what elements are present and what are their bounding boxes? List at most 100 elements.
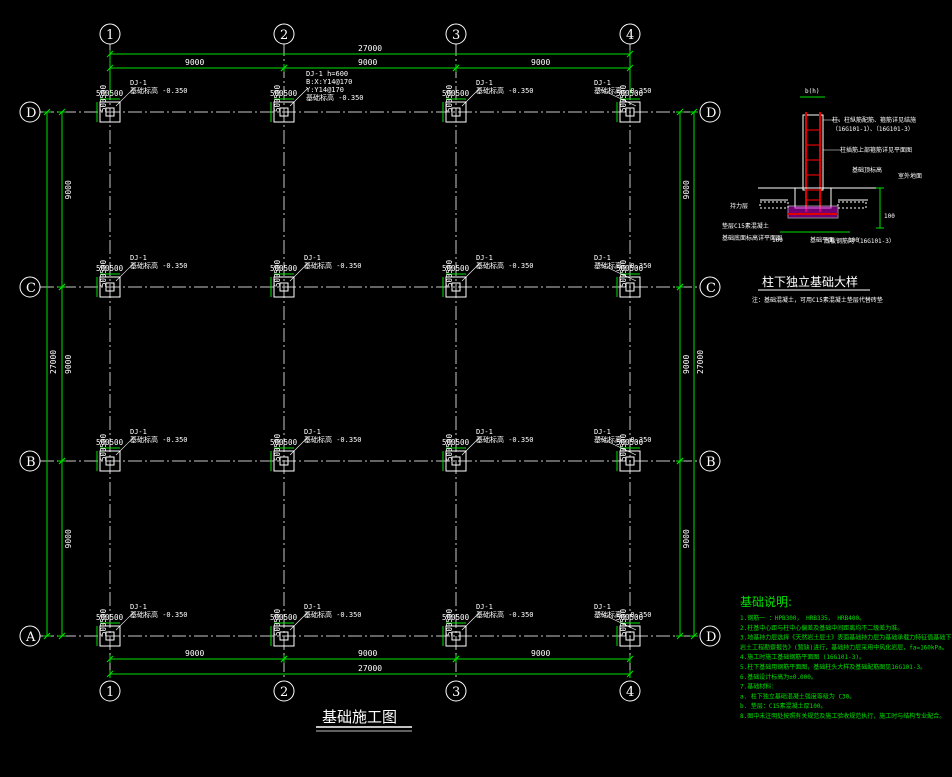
note-line-10: b. 垫层：C15素混凝土厚100。 bbox=[740, 702, 827, 710]
footing-side-label: 500500 bbox=[619, 608, 628, 636]
footing-size-label: 500500 bbox=[96, 264, 124, 273]
footing-elevation: 基础标高 -0.350 bbox=[476, 86, 534, 95]
footing-detail-line-3: Y:Y14@170 bbox=[306, 86, 344, 94]
note-line-6: 5.柱下基础用钢筋平面图，基础柱头大样及基础配筋图见16G101-3。 bbox=[740, 663, 926, 671]
detail-hatch-left bbox=[759, 201, 789, 209]
svg-text:3: 3 bbox=[452, 685, 460, 700]
detail-dim-b: b(h) bbox=[805, 88, 819, 95]
detail-label-3: 柱插筋上部箍筋详见平面图 bbox=[840, 146, 912, 154]
note-line-11: 8.图中未注明处按照有关规范及施工验收规范执行，施工时与结构专业配合。 bbox=[740, 712, 945, 720]
footing-side-label: 500500 bbox=[619, 84, 628, 112]
svg-text:1: 1 bbox=[106, 685, 114, 700]
detail-label-7: 基础底面标高详平面图 bbox=[722, 234, 782, 242]
detail-note: 注：基础混凝土，可用C15素混凝土垫层代替砖垫 bbox=[752, 296, 883, 304]
detail-label-9: 室外地面 bbox=[898, 172, 922, 180]
footing-side-label: 500500 bbox=[273, 84, 282, 112]
dim-top-total-text: 27000 bbox=[358, 44, 382, 53]
footing-side-label: 500500 bbox=[99, 433, 108, 461]
footing-size-label: 500500 bbox=[616, 264, 644, 273]
dim-right-span-3-text: 9000 bbox=[682, 529, 691, 548]
footing-side-label: 500500 bbox=[445, 433, 454, 461]
dim-left-span-1-text: 9000 bbox=[64, 180, 73, 199]
dim-bottom-span-2-text: 9000 bbox=[358, 649, 377, 658]
footing-elevation: 基础标高 -0.350 bbox=[304, 610, 362, 619]
footing-code: DJ-1 bbox=[594, 428, 611, 436]
axis-bubble-bottom-1: 1 bbox=[99, 680, 121, 702]
detail-dim-slab: 基础平面 bbox=[810, 236, 834, 244]
axis-bubble-top-3: 3 bbox=[445, 23, 467, 45]
note-line-2: 2.柱基中心距与柱中心偏差及基础中间距离均不二级差为准。 bbox=[740, 624, 903, 632]
svg-text:4: 4 bbox=[626, 685, 634, 700]
footing-side-label: 500500 bbox=[99, 259, 108, 287]
svg-text:D: D bbox=[26, 106, 36, 121]
footing-code: DJ-1 bbox=[304, 254, 321, 262]
footing-side-label: 500500 bbox=[445, 259, 454, 287]
axis-bubble-right-C: C bbox=[699, 276, 721, 298]
axis-bubble-left-D: D bbox=[19, 101, 41, 123]
axis-bubble-left-C: C bbox=[19, 276, 41, 298]
detail-dim-100a: 100 bbox=[772, 237, 783, 244]
footing-size-label: 500500 bbox=[270, 264, 298, 273]
footing-size-label: 500500 bbox=[96, 438, 124, 447]
svg-text:D: D bbox=[706, 630, 716, 645]
footing-size-label: 500500 bbox=[616, 438, 644, 447]
svg-text:4: 4 bbox=[626, 28, 634, 43]
note-line-3: 3.地基持力层选择《天然岩土层土》表面基础持力层为基础承载力特征值基础下 bbox=[740, 634, 951, 642]
footing-side-label: 500500 bbox=[273, 608, 282, 636]
svg-text:2: 2 bbox=[280, 685, 288, 700]
footing-side-label: 500500 bbox=[445, 608, 454, 636]
footing-size-label: 500500 bbox=[616, 613, 644, 622]
svg-text:3: 3 bbox=[452, 28, 460, 43]
dim-top-span-2-text: 9000 bbox=[358, 58, 377, 67]
footing-code: DJ-1 bbox=[594, 79, 611, 87]
detail-label-5: 持力层 bbox=[730, 202, 748, 210]
notes-heading: 基础说明: bbox=[740, 594, 792, 609]
dim-left-total-text: 27000 bbox=[49, 350, 58, 374]
dim-left-span-2-text: 9000 bbox=[64, 355, 73, 374]
footing-detail-line-1: DJ-1 h=600 bbox=[306, 70, 348, 78]
footing-size-label: 500500 bbox=[442, 438, 470, 447]
svg-text:A: A bbox=[25, 630, 36, 645]
footing-size-label: 500500 bbox=[442, 264, 470, 273]
footing-side-label: 500500 bbox=[619, 433, 628, 461]
axis-bubble-top-2: 2 bbox=[273, 23, 295, 45]
detail-label-4: 基础顶标高 bbox=[852, 166, 882, 174]
svg-text:D: D bbox=[706, 106, 716, 121]
footing-detail: b(h) 100 基础平面 100 100 柱、柱纵筋配筋 bbox=[722, 88, 922, 304]
detail-dim-100c: 100 bbox=[884, 213, 895, 220]
note-line-5: 4.施工时施工基础钢筋平面图 (16G101-3)。 bbox=[740, 653, 865, 661]
footing-side-label: 500500 bbox=[99, 84, 108, 112]
axis-bubble-left-A: A bbox=[19, 625, 41, 647]
axis-bubble-bottom-3: 3 bbox=[445, 680, 467, 702]
footing-code: DJ-1 bbox=[594, 603, 611, 611]
footing-elevation: 基础标高 -0.350 bbox=[594, 86, 652, 95]
axis-bubble-bottom-4: 4 bbox=[619, 680, 641, 702]
footing-code: DJ-1 bbox=[304, 603, 321, 611]
detail-pedestal bbox=[794, 187, 832, 209]
footing-elevation: 基础标高 -0.350 bbox=[130, 610, 188, 619]
footing-detail-line-4: 基础标高 -0.350 bbox=[306, 93, 364, 102]
footing-elevation: 基础标高 -0.350 bbox=[304, 261, 362, 270]
axis-bubble-left-B: B bbox=[19, 450, 41, 472]
footing-elevation: 基础标高 -0.350 bbox=[594, 610, 652, 619]
footing-elevation: 基础标高 -0.350 bbox=[130, 86, 188, 95]
dim-top-span-1-text: 9000 bbox=[185, 58, 204, 67]
footing-elevation: 基础标高 -0.350 bbox=[594, 435, 652, 444]
svg-text:B: B bbox=[706, 455, 716, 470]
detail-stirrups bbox=[806, 129, 820, 201]
footing-size-label: 500500 bbox=[96, 89, 124, 98]
footing-elevation: 基础标高 -0.350 bbox=[476, 261, 534, 270]
